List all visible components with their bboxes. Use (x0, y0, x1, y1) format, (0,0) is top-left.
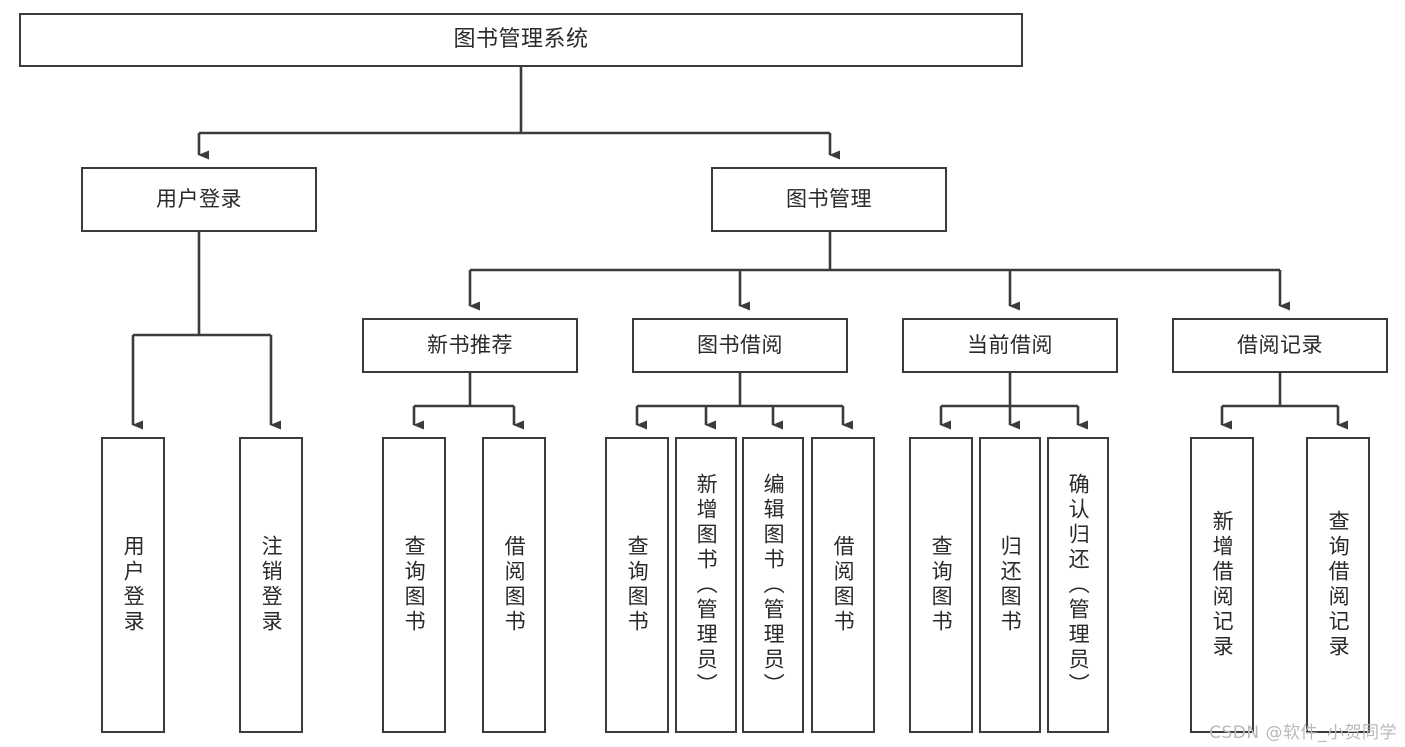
leaf-cb-query-book[interactable]: 查询图书 (909, 437, 973, 733)
leaf-cb-return-book[interactable]: 归还图书 (979, 437, 1041, 733)
leaf-bb-edit-book[interactable]: 编辑图书（管理员） (742, 437, 804, 733)
node-user-login[interactable]: 用户登录 (81, 167, 317, 232)
leaf-nb-query-book-label: 查询图书 (402, 535, 427, 635)
node-book-borrow-label: 图书借阅 (697, 333, 783, 358)
node-new-book-recommend[interactable]: 新书推荐 (362, 318, 578, 373)
leaf-nb-borrow-book[interactable]: 借阅图书 (482, 437, 546, 733)
leaf-logout-label: 注销登录 (259, 535, 284, 635)
leaf-cb-return-book-label: 归还图书 (998, 535, 1023, 635)
node-borrow-record-label: 借阅记录 (1237, 333, 1323, 358)
leaf-user-login[interactable]: 用户登录 (101, 437, 165, 733)
leaf-br-query-record-label: 查询借阅记录 (1326, 510, 1351, 660)
leaf-cb-confirm-return[interactable]: 确认归还（管理员） (1047, 437, 1109, 733)
leaf-br-add-record[interactable]: 新增借阅记录 (1190, 437, 1254, 733)
leaf-bb-edit-book-label: 编辑图书（管理员） (761, 472, 786, 698)
leaf-nb-query-book[interactable]: 查询图书 (382, 437, 446, 733)
leaf-bb-borrow-book-label: 借阅图书 (831, 535, 856, 635)
leaf-logout[interactable]: 注销登录 (239, 437, 303, 733)
leaf-bb-add-book-label: 新增图书（管理员） (694, 472, 719, 698)
leaf-br-query-record[interactable]: 查询借阅记录 (1306, 437, 1370, 733)
node-current-borrow-label: 当前借阅 (967, 333, 1053, 358)
leaf-nb-borrow-book-label: 借阅图书 (502, 535, 527, 635)
leaf-bb-add-book[interactable]: 新增图书（管理员） (675, 437, 737, 733)
node-root-system[interactable]: 图书管理系统 (19, 13, 1023, 67)
leaf-bb-borrow-book[interactable]: 借阅图书 (811, 437, 875, 733)
node-book-borrow[interactable]: 图书借阅 (632, 318, 848, 373)
node-new-book-recommend-label: 新书推荐 (427, 333, 513, 358)
leaf-cb-confirm-return-label: 确认归还（管理员） (1066, 472, 1091, 698)
node-current-borrow[interactable]: 当前借阅 (902, 318, 1118, 373)
node-borrow-record[interactable]: 借阅记录 (1172, 318, 1388, 373)
leaf-bb-query-book[interactable]: 查询图书 (605, 437, 669, 733)
node-root-system-label: 图书管理系统 (453, 27, 589, 53)
leaf-br-add-record-label: 新增借阅记录 (1210, 510, 1235, 660)
node-book-manage-label: 图书管理 (786, 187, 872, 212)
node-book-manage[interactable]: 图书管理 (711, 167, 947, 232)
leaf-user-login-label: 用户登录 (121, 535, 146, 635)
node-user-login-label: 用户登录 (156, 187, 242, 212)
leaf-cb-query-book-label: 查询图书 (929, 535, 954, 635)
leaf-bb-query-book-label: 查询图书 (625, 535, 650, 635)
